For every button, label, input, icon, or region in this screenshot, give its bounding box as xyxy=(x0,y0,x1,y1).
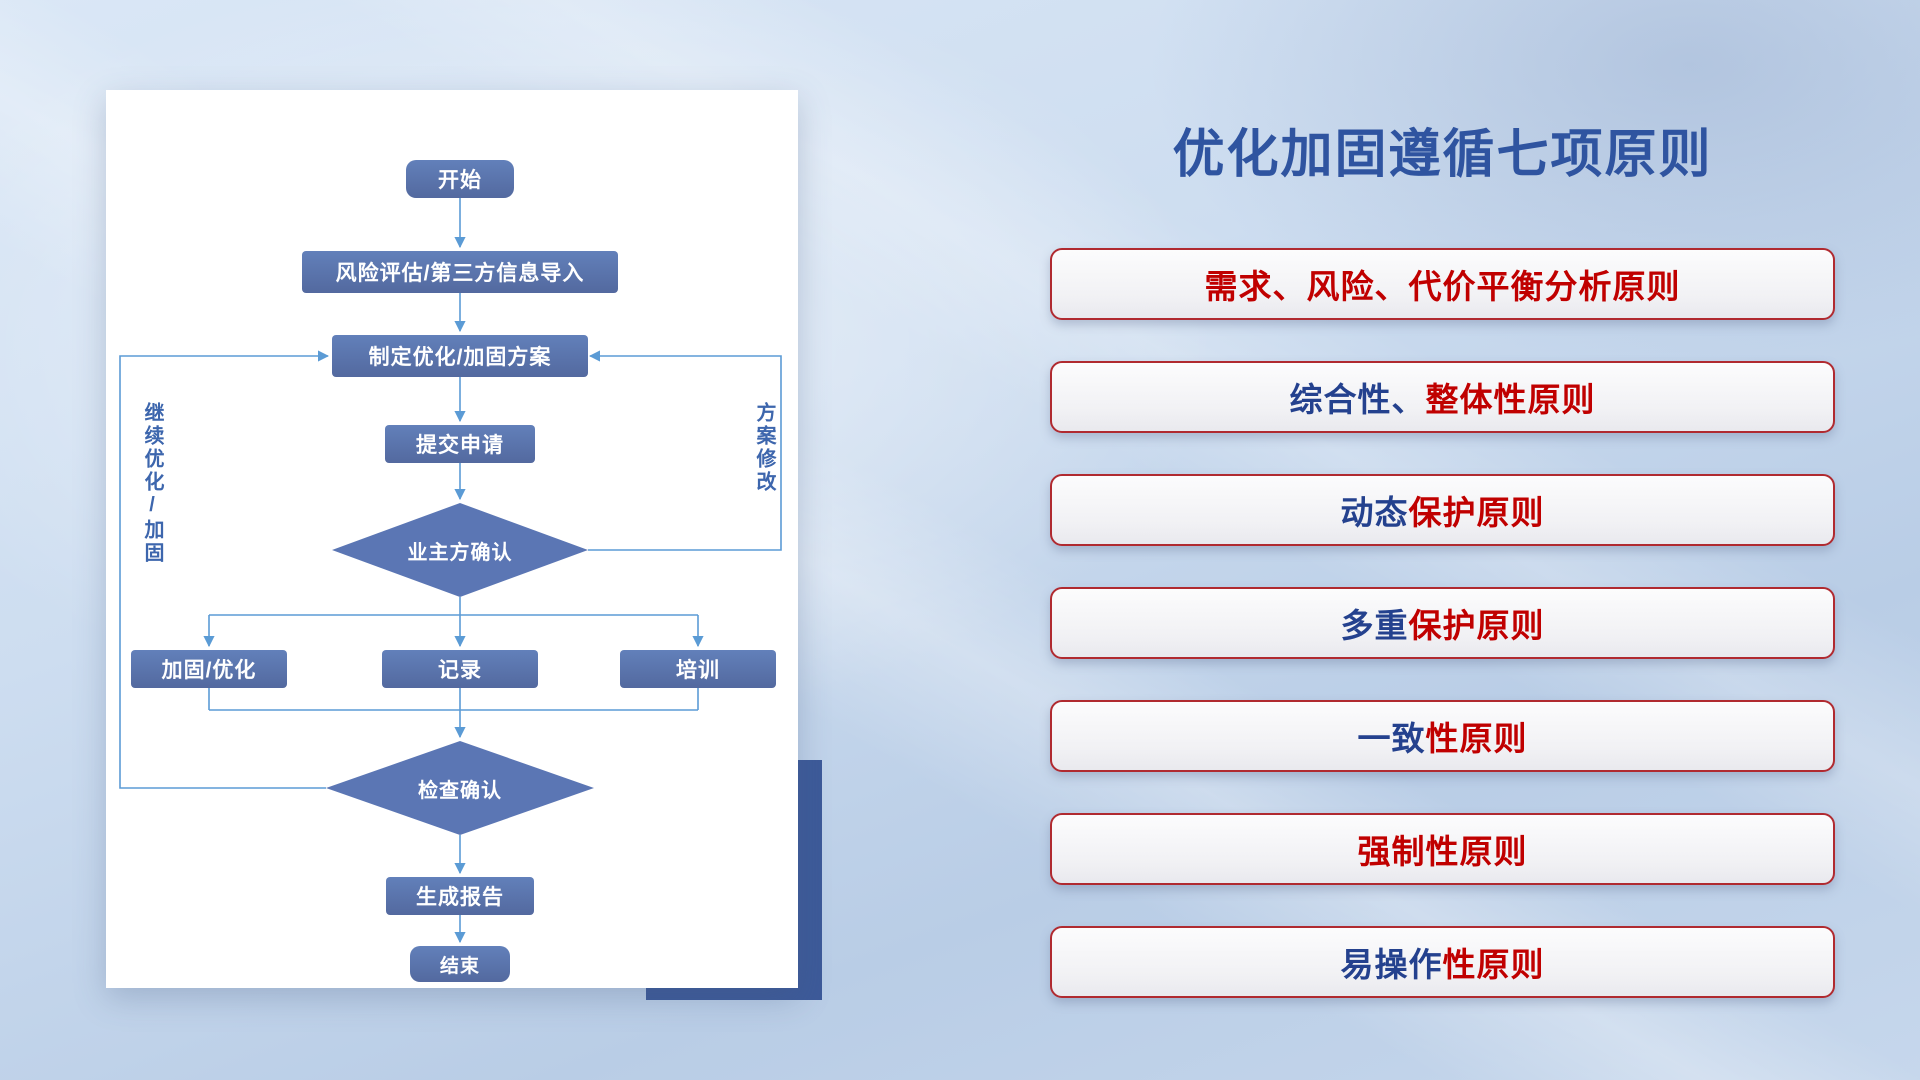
flowchart-connectors xyxy=(119,198,782,944)
principle-text-segment: 保护原则 xyxy=(1408,494,1545,531)
arrow-continue-loop xyxy=(119,350,330,789)
node-reinforce: 加固/优化 xyxy=(131,650,287,688)
node-report: 生成报告 xyxy=(386,877,534,915)
node-training: 培训 xyxy=(620,650,776,688)
principle-text-segment: 性原则 xyxy=(1442,946,1545,983)
principle-text-segment: 需求、风险、代价平衡分析原则 xyxy=(1204,268,1681,305)
principles-list: 需求、风险、代价平衡分析原则综合性、整体性原则动态保护原则多重保护原则一致性原则… xyxy=(1050,248,1835,1039)
principle-text-segment: 易操作 xyxy=(1340,946,1443,983)
principle-text-segment: 一致 xyxy=(1357,720,1426,757)
principle-pill: 需求、风险、代价平衡分析原则 xyxy=(1050,248,1835,320)
principle-pill: 一致性原则 xyxy=(1050,700,1835,772)
node-start: 开始 xyxy=(406,160,514,198)
principle-pill: 多重保护原则 xyxy=(1050,587,1835,659)
label-revise-loop: 方案修改 xyxy=(753,402,775,494)
slide-title: 优化加固遵循七项原则 xyxy=(1172,126,1713,184)
principle-text-segment: 整体性原则 xyxy=(1425,381,1596,418)
principle-text-segment: 综合性、 xyxy=(1289,381,1426,418)
principle-text-segment: 性原则 xyxy=(1425,720,1528,757)
node-record: 记录 xyxy=(382,650,538,688)
flowchart-card: 开始 风险评估/第三方信息导入 制定优化/加固方案 提交申请 业主方确认 加固/… xyxy=(106,90,798,988)
principle-pill: 动态保护原则 xyxy=(1050,474,1835,546)
principle-pill: 易操作性原则 xyxy=(1050,926,1835,998)
principle-pill: 综合性、整体性原则 xyxy=(1050,361,1835,433)
principle-text-segment: 动态 xyxy=(1340,494,1409,531)
node-end: 结束 xyxy=(410,946,510,982)
arrow-revise-loop xyxy=(588,350,782,551)
principle-text-segment: 多重 xyxy=(1340,607,1409,644)
node-risk-import: 风险评估/第三方信息导入 xyxy=(302,251,618,293)
label-continue-loop: 继续优化/加固 xyxy=(141,402,163,565)
node-submit: 提交申请 xyxy=(385,425,535,463)
principle-text-segment: 保护原则 xyxy=(1408,607,1545,644)
principle-text-segment: 强制性原则 xyxy=(1357,833,1528,870)
principle-pill: 强制性原则 xyxy=(1050,813,1835,885)
node-make-plan: 制定优化/加固方案 xyxy=(332,335,588,377)
